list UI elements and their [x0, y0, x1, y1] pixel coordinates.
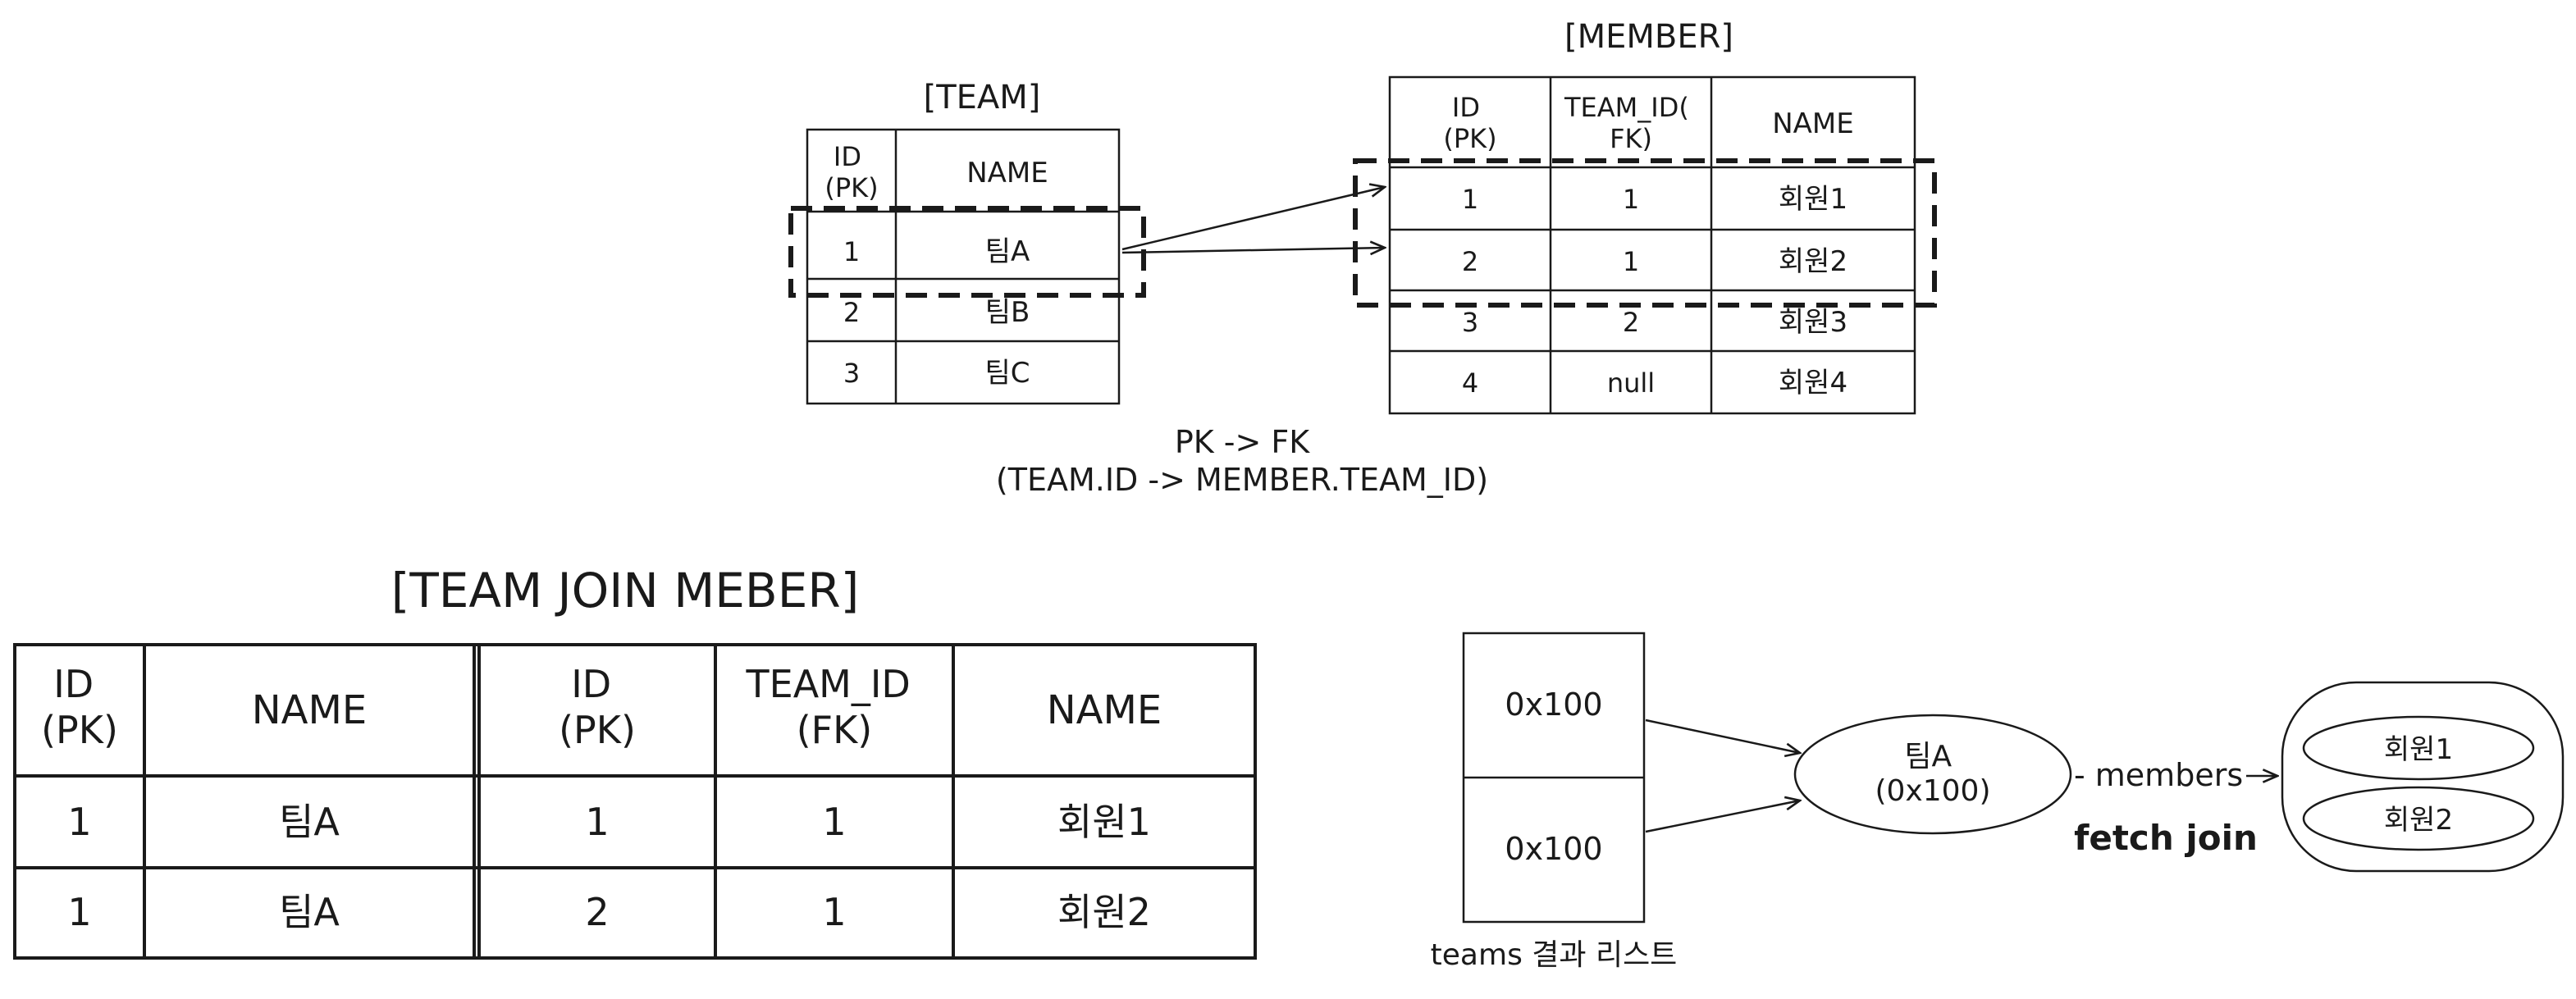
join-header-team-name: NAME: [252, 687, 367, 733]
member-table-title: [MEMBER]: [1564, 18, 1733, 56]
member-row-1-team-id: 1: [1623, 184, 1639, 215]
join-row-2-member-name: 회원2: [1057, 890, 1151, 934]
pk-fk-arrows: [1121, 187, 1385, 253]
member-row-1-name: 회원1: [1779, 183, 1848, 216]
team-header-name: NAME: [966, 157, 1048, 189]
ref-arrows: [1645, 718, 1800, 833]
result-list-ref-1: 0x100: [1505, 687, 1602, 723]
join-header-member-team-id: TEAM_ID (FK): [746, 662, 923, 752]
members-label: - members: [2074, 757, 2243, 793]
join-row-2-team-id: 1: [67, 890, 91, 934]
member-row-3-team-id: 2: [1623, 307, 1639, 338]
result-list-label: teams 결과 리스트: [1431, 938, 1678, 972]
join-row-1-member-name: 회원1: [1057, 800, 1151, 844]
team-row-3-id: 3: [843, 358, 860, 389]
member-header-id: ID (PK): [1443, 92, 1496, 154]
fetch-join-label: fetch join: [2074, 818, 2258, 858]
member-row-4-id: 4: [1462, 367, 1478, 399]
join-row-2-team-name: 팀A: [279, 890, 340, 934]
member-header-team-id: TEAM_ID( FK): [1564, 92, 1697, 154]
join-row-1-member-team-id: 1: [822, 800, 846, 844]
team-object: 팀A (0x100): [1793, 714, 2072, 835]
join-table: [TEAM JOIN MEBER] ID (PK) NAME ID (PK) T…: [13, 563, 1257, 960]
relation-caption-line1: PK -> FK: [1175, 424, 1310, 460]
arrow-team-to-member-2: [1121, 248, 1385, 253]
team-row-2-name: 팀B: [985, 296, 1030, 329]
member-row-2-name: 회원2: [1779, 245, 1848, 278]
member-row-2-id: 2: [1462, 246, 1478, 277]
join-row-2-member-id: 2: [585, 890, 609, 934]
team-row-3-name: 팀C: [984, 357, 1030, 390]
team-table-title: [TEAM]: [924, 79, 1041, 116]
team-table: [TEAM] ID (PK) NAME 1 팀A 2 팀B 3 팀C: [788, 79, 1146, 405]
member-row-1-id: 1: [1462, 184, 1478, 215]
result-list-ref-2: 0x100: [1505, 831, 1602, 867]
member-object-1: 회원1: [2384, 733, 2453, 766]
member-row-4-team-id: null: [1607, 367, 1655, 399]
join-header-team-id: ID (PK): [41, 662, 118, 752]
member-row-2-team-id: 1: [1623, 246, 1639, 277]
team-row-1-id: 1: [843, 236, 860, 267]
member-table: [MEMBER] ID (PK) TEAM_ID( FK) NAME 1 1 회…: [1353, 18, 1937, 415]
join-table-title: [TEAM JOIN MEBER]: [391, 563, 860, 618]
join-row-1-member-id: 1: [585, 800, 609, 844]
join-header-member-name: NAME: [1047, 687, 1162, 733]
join-row-2-member-team-id: 1: [822, 890, 846, 934]
join-header-member-id: ID (PK): [559, 662, 636, 752]
member-header-name: NAME: [1772, 107, 1854, 140]
member-row-4-name: 회원4: [1779, 367, 1848, 399]
member-row-3-name: 회원3: [1779, 306, 1848, 339]
members-collection: 회원1 회원2: [2281, 681, 2565, 873]
arrow-ref-2-to-team: [1645, 801, 1800, 833]
result-list: 0x100 0x100 teams 결과 리스트: [1431, 632, 1678, 972]
team-object-label: 팀A (0x100): [1875, 740, 1990, 808]
team-row-2-id: 2: [843, 297, 860, 328]
team-header-id: ID (PK): [824, 141, 878, 203]
arrow-team-to-member-1: [1121, 187, 1385, 251]
member-row-3-id: 3: [1462, 307, 1478, 338]
join-row-1-team-id: 1: [67, 800, 91, 844]
relation-caption-line2: (TEAM.ID -> MEMBER.TEAM_ID): [996, 462, 1488, 498]
team-row-1-name: 팀A: [985, 235, 1030, 268]
member-object-2: 회원2: [2384, 804, 2453, 837]
arrow-ref-1-to-team: [1645, 718, 1800, 753]
join-row-1-team-name: 팀A: [279, 800, 340, 844]
